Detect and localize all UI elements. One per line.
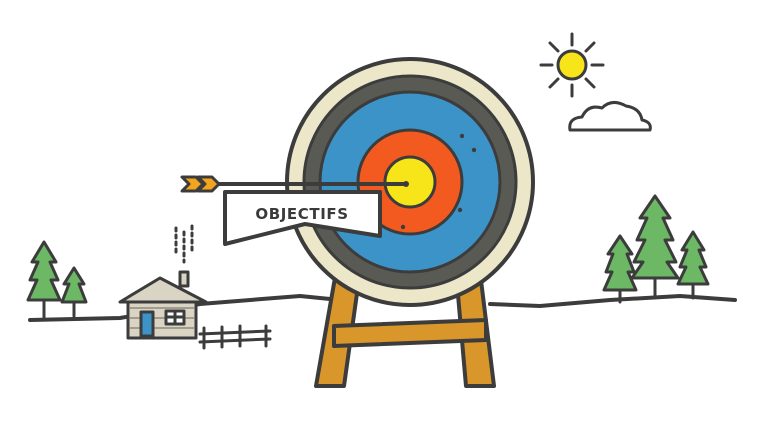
banner-label: OBJECTIFS bbox=[255, 205, 348, 223]
fence-icon bbox=[198, 324, 272, 350]
pine-tree-icon bbox=[26, 240, 62, 320]
easel-crossbar bbox=[332, 318, 488, 348]
sun-icon bbox=[539, 32, 605, 98]
pine-tree-icon bbox=[630, 194, 680, 300]
pine-tree-icon bbox=[60, 266, 88, 318]
cloud-icon bbox=[568, 101, 652, 132]
cabin-icon bbox=[118, 224, 208, 340]
cabin-door bbox=[139, 310, 155, 338]
chimney-smoke bbox=[174, 224, 194, 264]
ground-line bbox=[28, 294, 737, 322]
arrow-icon bbox=[180, 175, 409, 193]
objectifs-banner: OBJECTIFS bbox=[223, 190, 382, 246]
pine-tree-icon bbox=[676, 230, 710, 300]
pine-tree-icon bbox=[602, 234, 638, 304]
